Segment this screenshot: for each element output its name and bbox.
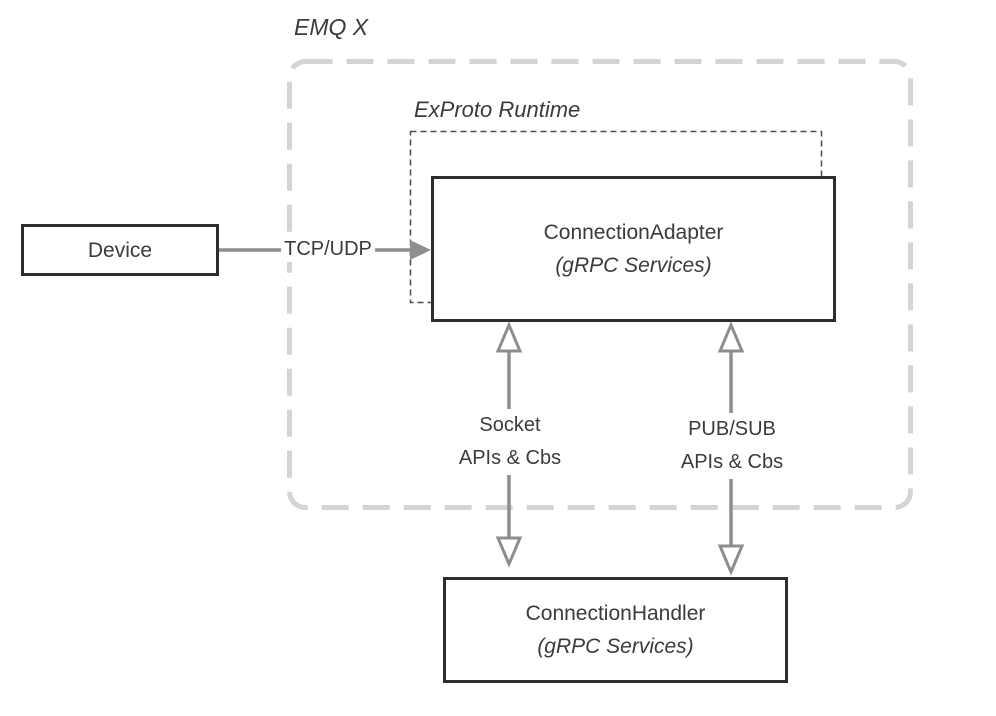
socket-edge-label: Socket APIs & Cbs bbox=[455, 409, 565, 475]
socket-edge-label-line1: Socket bbox=[479, 414, 541, 436]
socket-edge-label-line2: APIs & Cbs bbox=[458, 447, 562, 469]
socket-down-arrowhead-icon bbox=[495, 536, 523, 568]
connection-handler-sublabel: (gRPC Services) bbox=[537, 635, 694, 658]
device-node-label: Device bbox=[87, 238, 153, 262]
connection-adapter-node: ConnectionAdapter (gRPC Services) bbox=[431, 176, 836, 322]
emqx-boundary bbox=[287, 59, 913, 510]
connection-adapter-sublabel: (gRPC Services) bbox=[555, 254, 712, 277]
socket-up-arrowhead-icon bbox=[495, 321, 523, 353]
tcp-udp-arrowhead-icon bbox=[410, 240, 431, 260]
pubsub-edge-label-line2: APIs & Cbs bbox=[680, 451, 784, 473]
pubsub-up-arrowhead-icon bbox=[717, 321, 745, 353]
connection-adapter-label: ConnectionAdapter bbox=[543, 221, 724, 244]
connection-handler-label: ConnectionHandler bbox=[525, 602, 706, 625]
exproto-runtime-title: ExProto Runtime bbox=[414, 97, 581, 122]
device-node: Device bbox=[21, 224, 219, 276]
connection-handler-node: ConnectionHandler (gRPC Services) bbox=[443, 577, 788, 683]
exproto-runtime-boundary bbox=[409, 130, 823, 304]
tcp-udp-edge-label: TCP/UDP bbox=[281, 237, 375, 262]
pubsub-edge-label: PUB/SUB APIs & Cbs bbox=[677, 413, 787, 479]
pubsub-edge-label-line1: PUB/SUB bbox=[688, 418, 776, 440]
pubsub-down-arrowhead-icon bbox=[717, 544, 745, 576]
emqx-title: EMQ X bbox=[294, 14, 369, 40]
